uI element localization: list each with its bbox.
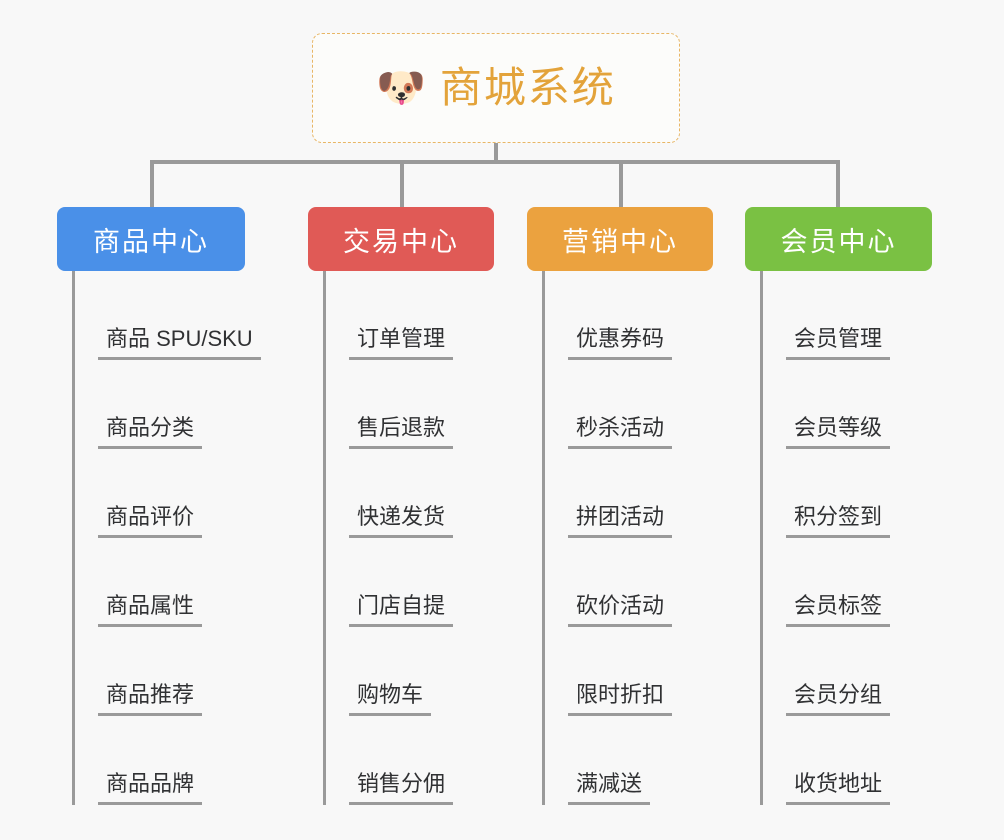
connector-root-stem [494,143,498,162]
connector-horizontal-bus [150,160,840,164]
leaf-item-label: 售后退款 [349,417,454,449]
leaf-item[interactable]: 会员管理 [760,271,898,360]
leaf-item[interactable]: 优惠券码 [542,271,680,360]
leaf-item-label: 砍价活动 [568,595,673,627]
leaf-item-label: 订单管理 [349,328,454,360]
leaf-item-label: 商品推荐 [98,684,203,716]
branch-member-center: 会员中心 会员管理 会员等级 积分签到 会员标签 会员分组 收货地址 [745,207,932,805]
leaf-item-label: 销售分佣 [349,773,454,805]
branch-trade-center: 交易中心 订单管理 售后退款 快递发货 门店自提 购物车 销售分佣 [308,207,494,805]
branch-header-label: 商品中心 [93,226,209,257]
connector-drop-member-center [836,160,840,207]
leaf-item-label: 拼团活动 [568,506,673,538]
leaf-item[interactable]: 快递发货 [323,449,461,538]
leaf-item-label: 满减送 [568,773,651,805]
leaf-list-trade-center: 订单管理 售后退款 快递发货 门店自提 购物车 销售分佣 [323,271,461,805]
branch-header-marketing-center[interactable]: 营销中心 [527,207,713,271]
leaf-list-product-center: 商品 SPU/SKU 商品分类 商品评价 商品属性 商品推荐 商品品牌 [72,271,269,805]
leaf-item[interactable]: 销售分佣 [323,716,461,805]
leaf-item[interactable]: 会员分组 [760,627,898,716]
branch-header-label: 营销中心 [562,226,678,257]
branch-trunk [542,271,545,805]
leaf-item[interactable]: 门店自提 [323,538,461,627]
branch-trunk [72,271,75,805]
leaf-item-label: 购物车 [349,684,432,716]
connector-drop-marketing-center [619,160,623,207]
leaf-item[interactable]: 购物车 [323,627,461,716]
leaf-item-label: 商品品牌 [98,773,203,805]
branch-marketing-center: 营销中心 优惠券码 秒杀活动 拼团活动 砍价活动 限时折扣 满减送 [527,207,713,805]
leaf-item-label: 收货地址 [786,773,891,805]
leaf-item-label: 门店自提 [349,595,454,627]
branch-header-label: 会员中心 [780,226,897,257]
leaf-item-label: 会员分组 [786,684,891,716]
leaf-item-label: 会员等级 [786,417,891,449]
leaf-item-label: 秒杀活动 [568,417,673,449]
leaf-item[interactable]: 收货地址 [760,716,898,805]
leaf-item-label: 快递发货 [349,506,454,538]
leaf-item-label: 商品 SPU/SKU [98,328,261,360]
shiba-dog-face-icon: 🐶 [376,66,426,110]
branch-header-product-center[interactable]: 商品中心 [57,207,245,271]
leaf-item[interactable]: 售后退款 [323,360,461,449]
branch-header-label: 交易中心 [343,226,459,257]
branch-trunk [760,271,763,805]
leaf-list-member-center: 会员管理 会员等级 积分签到 会员标签 会员分组 收货地址 [760,271,898,805]
leaf-item[interactable]: 订单管理 [323,271,461,360]
leaf-item[interactable]: 满减送 [542,716,680,805]
connector-drop-product-center [150,160,154,207]
root-title: 商城系统 [439,64,616,111]
leaf-item[interactable]: 砍价活动 [542,538,680,627]
leaf-item[interactable]: 秒杀活动 [542,360,680,449]
branch-product-center: 商品中心 商品 SPU/SKU 商品分类 商品评价 商品属性 商品推荐 商品品牌 [57,207,261,805]
leaf-item[interactable]: 商品属性 [72,538,269,627]
leaf-item-label: 商品评价 [98,506,203,538]
leaf-item-label: 商品属性 [98,595,203,627]
leaf-item[interactable]: 会员等级 [760,360,898,449]
leaf-item[interactable]: 会员标签 [760,538,898,627]
leaf-item[interactable]: 商品评价 [72,449,269,538]
leaf-item[interactable]: 商品分类 [72,360,269,449]
leaf-item-label: 商品分类 [98,417,203,449]
leaf-item[interactable]: 商品 SPU/SKU [72,271,269,360]
leaf-item-label: 限时折扣 [568,684,673,716]
root-node[interactable]: 🐶 商城系统 [312,33,680,143]
leaf-item-label: 优惠券码 [568,328,673,360]
leaf-item[interactable]: 商品品牌 [72,716,269,805]
branch-header-member-center[interactable]: 会员中心 [745,207,932,271]
branch-header-trade-center[interactable]: 交易中心 [308,207,494,271]
leaf-item[interactable]: 限时折扣 [542,627,680,716]
leaf-item[interactable]: 商品推荐 [72,627,269,716]
branch-trunk [323,271,326,805]
leaf-item-label: 积分签到 [786,506,891,538]
leaf-item[interactable]: 积分签到 [760,449,898,538]
leaf-list-marketing-center: 优惠券码 秒杀活动 拼团活动 砍价活动 限时折扣 满减送 [542,271,680,805]
leaf-item[interactable]: 拼团活动 [542,449,680,538]
leaf-item-label: 会员管理 [786,328,891,360]
connector-drop-trade-center [400,160,404,207]
leaf-item-label: 会员标签 [786,595,891,627]
